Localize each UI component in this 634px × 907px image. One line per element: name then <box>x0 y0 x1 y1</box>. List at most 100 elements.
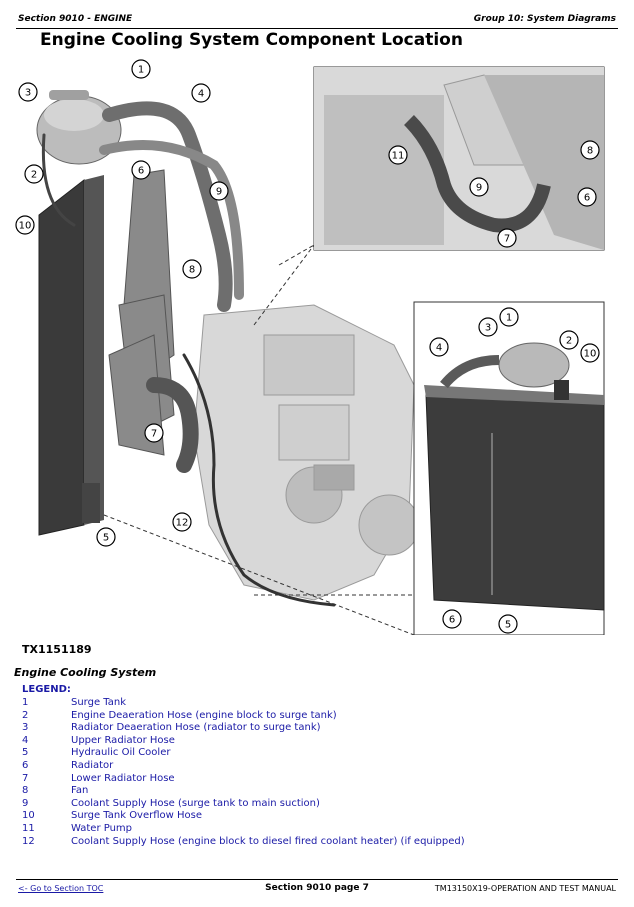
callout-circle <box>131 59 151 79</box>
callout-circle <box>478 317 498 337</box>
legend-label: Radiator <box>71 759 114 771</box>
legend-label: Upper Radiator Hose <box>71 734 175 746</box>
legend-number: 10 <box>22 810 35 822</box>
legend-number: 4 <box>22 734 29 746</box>
callout-number: 1 <box>138 65 144 76</box>
legend-number: 3 <box>22 722 29 734</box>
legend-item: 4 Upper Radiator Hose <box>22 735 602 748</box>
manual-title: TM13150X19-OPERATION AND TEST MANUAL <box>434 884 616 893</box>
callout-number: 7 <box>151 429 157 440</box>
fan-illustration <box>108 169 175 456</box>
legend-number: 12 <box>22 835 35 847</box>
callout-circle <box>388 145 408 165</box>
legend-title: LEGEND: <box>22 684 71 695</box>
callout-number: 11 <box>392 151 405 162</box>
legend-item: 11 Water Pump <box>22 823 602 836</box>
callout-circle <box>182 259 202 279</box>
legend-label: Coolant Supply Hose (surge tank to main … <box>71 797 320 809</box>
toc-link[interactable]: <- Go to Section TOC <box>18 884 104 893</box>
callout-number: 6 <box>138 166 144 177</box>
inset-leader-top <box>278 244 315 266</box>
callout-circle <box>144 423 164 443</box>
radiator-illustration <box>38 175 104 536</box>
legend-number: 5 <box>22 747 29 759</box>
legend-label: Engine Deaeration Hose (engine block to … <box>71 709 337 721</box>
callout-circle <box>577 187 597 207</box>
callout-circle <box>499 307 519 327</box>
legend-item: 9 Coolant Supply Hose (surge tank to main… <box>22 798 602 811</box>
callout-number: 10 <box>584 349 597 360</box>
component-location-figure: 1 3 4 2 6 9 10 8 7 12 5 8 11 9 6 7 1 3 2 10 4 6 5 <box>15 59 605 635</box>
figure-caption: Engine Cooling System <box>14 666 157 679</box>
callout-number: 8 <box>587 146 593 157</box>
callout-number: 8 <box>189 265 195 276</box>
inset-top-illustration <box>314 67 604 250</box>
callout-number: 5 <box>103 533 109 544</box>
section-label: Section 9010 - ENGINE <box>18 14 133 24</box>
legend-item: 12 Coolant Supply Hose (engine block to d… <box>22 836 602 849</box>
legend-number: 7 <box>22 772 29 784</box>
legend-number: 2 <box>22 709 29 721</box>
legend-label: Hydraulic Oil Cooler <box>71 747 171 759</box>
callout-number: 3 <box>485 323 491 334</box>
legend-label: Surge Tank <box>71 697 127 708</box>
legend-number: 11 <box>22 822 35 834</box>
hoses-illustration <box>41 101 336 607</box>
legend-label: Surge Tank Overflow Hose <box>71 810 203 822</box>
callout-circle <box>429 337 449 357</box>
callout-group: 1 3 4 2 6 9 10 8 7 12 5 8 11 9 6 7 1 3 2 10 4 6 5 <box>15 59 600 634</box>
legend-label: Fan <box>71 785 89 797</box>
legend-number: 1 <box>22 697 29 708</box>
figure-id: TX1151189 <box>22 643 92 656</box>
callout-number: 2 <box>31 170 37 181</box>
callout-number: 1 <box>506 313 512 324</box>
legend-number: 9 <box>22 797 29 809</box>
callout-number: 4 <box>198 89 204 100</box>
engine-illustration <box>193 304 420 601</box>
legend-item: 1 Surge Tank <box>22 697 602 710</box>
legend-number: 8 <box>22 785 29 797</box>
legend-label: Water Pump <box>71 822 133 834</box>
legend-label: Lower Radiator Hose <box>71 772 175 784</box>
callout-number: 3 <box>25 88 31 99</box>
callout-circle <box>15 215 35 235</box>
callout-number: 9 <box>476 183 482 194</box>
legend-item: 3 Radiator Deaeration Hose (radiator to s… <box>22 722 602 735</box>
page-number: Section 9010 page 7 <box>265 883 369 893</box>
callout-number: 6 <box>584 193 590 204</box>
callout-circle <box>18 82 38 102</box>
legend-label: Coolant Supply Hose (engine block to die… <box>71 835 465 847</box>
callout-number: 4 <box>436 343 442 354</box>
page-title: Engine Cooling System Component Location <box>40 30 463 50</box>
callout-circle <box>191 83 211 103</box>
callout-number: 6 <box>449 615 455 626</box>
legend-item: 8 Fan <box>22 785 602 798</box>
group-label: Group 10: System Diagrams <box>473 14 616 24</box>
callout-circle <box>24 164 44 184</box>
callout-circle <box>209 181 229 201</box>
inset-bottom-illustration <box>424 342 605 611</box>
callout-circle <box>580 140 600 160</box>
callout-number: 10 <box>19 221 32 232</box>
callout-circle <box>580 343 600 363</box>
legend-label: Radiator Deaeration Hose (radiator to su… <box>71 722 321 734</box>
callout-number: 9 <box>216 187 222 198</box>
callout-number: 2 <box>566 336 572 347</box>
callout-number: 5 <box>505 620 511 631</box>
callout-circle <box>469 177 489 197</box>
legend-item: 10 Surge Tank Overflow Hose <box>22 810 602 823</box>
callout-circle <box>96 527 116 547</box>
callout-circle <box>172 512 192 532</box>
page-header: Section 9010 - ENGINE Group 10: System D… <box>16 12 618 29</box>
callout-circle <box>497 228 517 248</box>
callout-circle <box>442 609 462 629</box>
legend-item: 2 Engine Deaeration Hose (engine block to… <box>22 710 602 723</box>
legend-number: 6 <box>22 759 29 771</box>
callout-circle <box>498 614 518 634</box>
legend-item: 6 Radiator <box>22 760 602 773</box>
callout-circle <box>131 160 151 180</box>
callout-number: 12 <box>176 518 189 529</box>
legend-item: 5 Hydraulic Oil Cooler <box>22 747 602 760</box>
callout-number: 7 <box>504 234 510 245</box>
legend-list: 1 Surge Tank 2 Engine Deaeration Hose (engi… <box>22 697 602 848</box>
